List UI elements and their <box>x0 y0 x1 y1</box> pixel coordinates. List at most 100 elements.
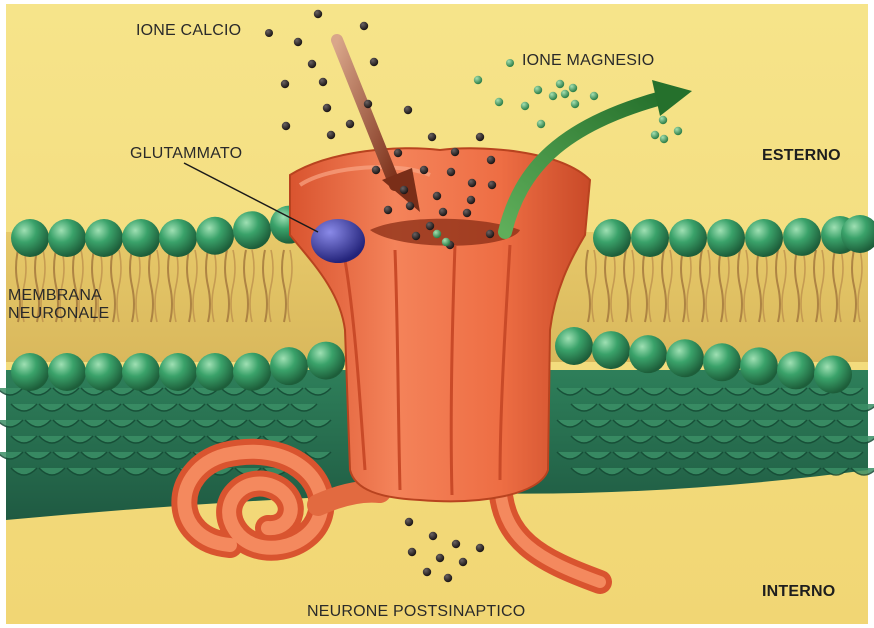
magnesium-ion <box>660 135 668 143</box>
magnesium-ion <box>521 102 529 110</box>
calcium-ion <box>476 544 484 552</box>
phospholipid-head <box>745 219 783 257</box>
phospholipid-head <box>669 219 707 257</box>
calcium-ion <box>319 78 327 86</box>
phospholipid-head <box>85 353 123 391</box>
phospholipid-head <box>196 217 234 255</box>
outside-label: ESTERNO <box>762 147 841 165</box>
phospholipid-head <box>307 342 345 380</box>
phospholipid-head <box>159 353 197 391</box>
calcium-ion <box>372 166 380 174</box>
calcium-ion <box>487 156 495 164</box>
magnesium-ion <box>556 80 564 88</box>
calcium-ion <box>439 208 447 216</box>
magnesium-ion <box>495 98 503 106</box>
calcium-ion <box>384 206 392 214</box>
calcium-ion <box>412 232 420 240</box>
phospholipid-head <box>85 219 123 257</box>
phospholipid-head <box>48 219 86 257</box>
phospholipid-head <box>629 335 667 373</box>
phospholipid-head <box>159 219 197 257</box>
phospholipid-head <box>122 353 160 391</box>
calcium-ion <box>314 10 322 18</box>
calcium-ion <box>433 192 441 200</box>
calcium-ion <box>364 100 372 108</box>
phospholipid-head <box>48 353 86 391</box>
magnesium-legend-dot <box>506 59 514 67</box>
phospholipid-head <box>666 339 704 377</box>
calcium-ion <box>463 209 471 217</box>
calcium-ion <box>323 104 331 112</box>
calcium-ion <box>486 230 494 238</box>
magnesium-ion <box>549 92 557 100</box>
magnesium-ion <box>569 84 577 92</box>
calcium-ion <box>406 202 414 210</box>
magnesium-ion <box>433 230 441 238</box>
phospholipid-head <box>593 219 631 257</box>
phospholipid-head <box>196 353 234 391</box>
phospholipid-head <box>631 219 669 257</box>
calcium-ion <box>327 131 335 139</box>
calcium-ion <box>405 518 413 526</box>
phospholipid-head <box>122 219 160 257</box>
membrane-label: MEMBRANA NEURONALE <box>8 287 109 323</box>
magnesium-ion <box>474 76 482 84</box>
phospholipid-head <box>555 327 593 365</box>
calcium-ion <box>436 554 444 562</box>
phospholipid-head <box>814 355 852 393</box>
calcium-ion <box>451 148 459 156</box>
magnesium-ion-label: IONE MAGNESIO <box>522 52 654 70</box>
magnesium-ion <box>561 90 569 98</box>
magnesium-ion <box>651 131 659 139</box>
calcium-ion <box>308 60 316 68</box>
magnesium-ion <box>534 86 542 94</box>
calcium-ion <box>476 133 484 141</box>
inside-label: INTERNO <box>762 583 835 601</box>
magnesium-ion <box>590 92 598 100</box>
phospholipid-head <box>11 353 49 391</box>
calcium-ion <box>426 222 434 230</box>
glutamate-label: GLUTAMMATO <box>130 145 242 163</box>
calcium-ion <box>404 106 412 114</box>
magnesium-ion <box>659 116 667 124</box>
calcium-ion <box>281 80 289 88</box>
calcium-ion <box>294 38 302 46</box>
magnesium-ion <box>537 120 545 128</box>
calcium-ion <box>428 133 436 141</box>
calcium-ion <box>420 166 428 174</box>
calcium-ion <box>282 122 290 130</box>
calcium-ion <box>370 58 378 66</box>
magnesium-ion <box>674 127 682 135</box>
calcium-ion <box>346 120 354 128</box>
calcium-legend-dot <box>265 29 273 37</box>
calcium-ion <box>394 149 402 157</box>
calcium-ion <box>467 196 475 204</box>
phospholipid-head <box>11 219 49 257</box>
calcium-ion <box>444 574 452 582</box>
calcium-ion <box>468 179 476 187</box>
phospholipid-head <box>233 353 271 391</box>
phospholipid-head <box>777 351 815 389</box>
phospholipid-head <box>783 218 821 256</box>
magnesium-ion <box>571 100 579 108</box>
phospholipid-head <box>270 347 308 385</box>
calcium-ion-label: IONE CALCIO <box>136 22 241 40</box>
phospholipid-head <box>233 211 271 249</box>
magnesium-ion <box>442 238 450 246</box>
phospholipid-head <box>703 343 741 381</box>
calcium-ion <box>360 22 368 30</box>
phospholipid-head <box>592 331 630 369</box>
calcium-ion <box>447 168 455 176</box>
calcium-ion <box>408 548 416 556</box>
phospholipid-head <box>740 347 778 385</box>
calcium-ion <box>423 568 431 576</box>
phospholipid-head <box>707 219 745 257</box>
calcium-ion <box>459 558 467 566</box>
postsynaptic-neuron-label: NEURONE POSTSINAPTICO <box>307 603 525 621</box>
calcium-ion <box>400 186 408 194</box>
calcium-ion <box>488 181 496 189</box>
glutamate-molecule <box>311 219 365 263</box>
calcium-ion <box>452 540 460 548</box>
